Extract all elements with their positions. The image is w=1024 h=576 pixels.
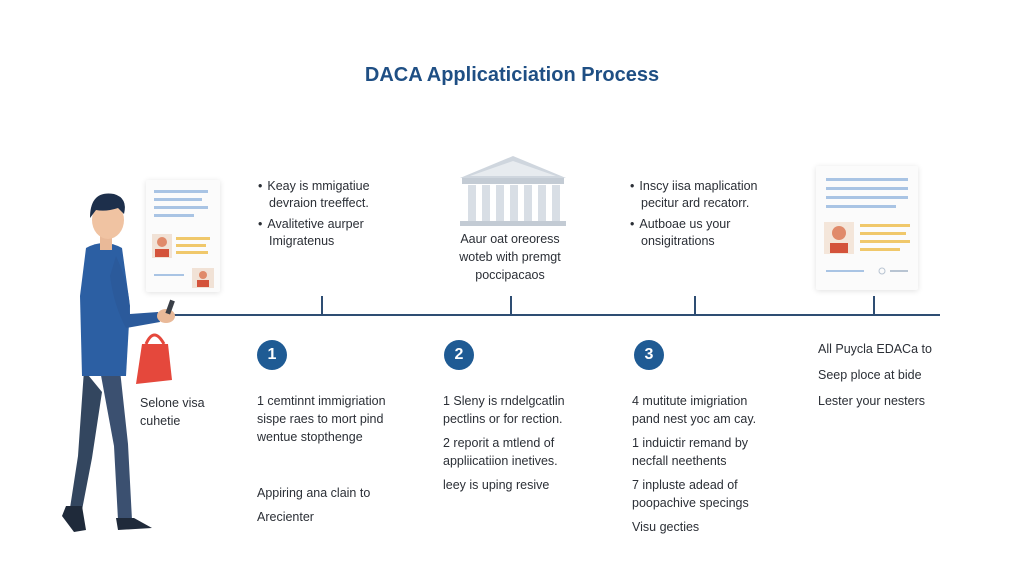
step-line: poopachive specings xyxy=(632,496,749,510)
timeline-tick xyxy=(873,296,875,316)
bullet-item: Avalitetive aurper xyxy=(258,216,370,232)
step-line: Visu gecties xyxy=(632,520,700,534)
final-line: Lester your nesters xyxy=(818,394,925,408)
caption-line: Aaur oat oreoress xyxy=(460,232,560,246)
step-line: appliicatiion inetives. xyxy=(443,454,558,468)
timeline-tick xyxy=(694,296,696,316)
step-1-badge: 1 xyxy=(257,340,287,370)
person-illustration xyxy=(62,193,175,532)
step-line: necfall neethents xyxy=(632,454,727,468)
step-2-text: 1 Sleny is rndelgcatlin pectlins or for … xyxy=(443,392,565,494)
government-building-icon xyxy=(460,156,566,226)
step-1-text: 1 cemtinnt immigriation sispe raes to mo… xyxy=(257,392,386,446)
step-line: 7 inpluste adead of xyxy=(632,478,738,492)
final-line: All Puycla EDACa to xyxy=(818,342,932,356)
form-lines-icon xyxy=(824,178,910,275)
final-line: Seep ploce at bide xyxy=(818,368,922,382)
step-line: 2 reporit a mtlend of xyxy=(443,436,555,450)
bullet-item: Keay is mmigatiue xyxy=(258,178,369,194)
step-1-extra: Appiring ana clain to Arecienter xyxy=(257,484,370,526)
bullet-continuation: pecitur ard recatorr. xyxy=(641,196,750,210)
step-line: pand nest yoc am cay. xyxy=(632,412,757,426)
timeline-line xyxy=(170,314,940,316)
step-line: 4 mutitute imigriation xyxy=(632,394,748,408)
step-line: Appiring ana clain to xyxy=(257,486,371,500)
step-line: Arecienter xyxy=(257,510,314,524)
document-lines-icon xyxy=(152,190,214,288)
step-line: pectlins or for rection. xyxy=(443,412,563,426)
note-line: cuhetie xyxy=(140,414,181,428)
bullet-continuation: Imigratenus xyxy=(269,234,335,248)
timeline-tick xyxy=(510,296,512,316)
timeline-tick xyxy=(321,296,323,316)
caption-line: poccipacaos xyxy=(475,268,545,282)
step-line: 1 cemtinnt immigriation xyxy=(257,394,386,408)
caption-line: woteb with premgt xyxy=(459,250,561,264)
left-note: Selone visa cuhetie xyxy=(140,394,205,430)
step-3-badge: 3 xyxy=(634,340,664,370)
step-line: leey is uping resive xyxy=(443,478,550,492)
document-illustration xyxy=(146,180,220,292)
bullet-continuation: devraion treeffect. xyxy=(269,196,369,210)
step-3-text: 4 mutitute imigriation pand nest yoc am … xyxy=(632,392,756,536)
step-line: sispe raes to mort pind xyxy=(257,412,384,426)
page-title: DACA Applicaticiation Process xyxy=(364,64,660,86)
final-step-text: All Puycla EDACa to Seep ploce at bide L… xyxy=(818,340,932,410)
application-form-illustration xyxy=(816,166,918,290)
step-line: 1 Sleny is rndelgcatlin xyxy=(443,394,565,408)
step-line: 1 induictir remand by xyxy=(632,436,749,450)
bullet-item: Autboae us your xyxy=(630,216,758,232)
step-line: wentue stopthenge xyxy=(257,430,363,444)
bullet-item: Inscy iisa maplication xyxy=(630,178,757,194)
top-left-bullets: Keay is mmigatiue devraion treeffect. Av… xyxy=(258,178,370,250)
top-right-bullets: Inscy iisa maplication pecitur ard recat… xyxy=(630,178,758,250)
bullet-continuation: onsigitrations xyxy=(641,234,715,248)
note-line: Selone visa xyxy=(140,396,205,410)
step-2-badge: 2 xyxy=(444,340,474,370)
center-caption: Aaur oat oreoress woteb with premgt pocc… xyxy=(430,230,590,284)
